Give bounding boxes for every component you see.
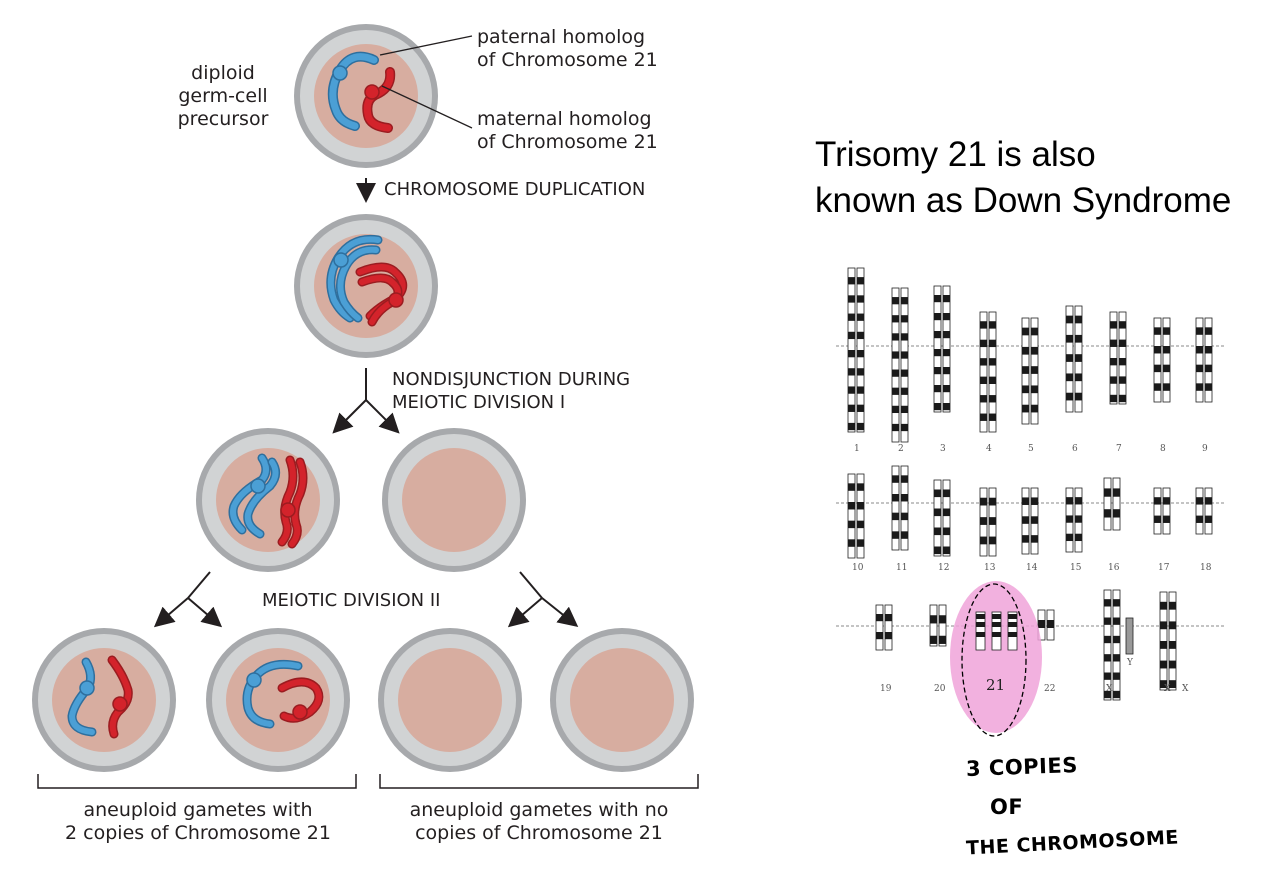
maternal-leader-line — [381, 85, 473, 129]
label-gametes-no-copies: aneuploid gametes with no copies of Chro… — [409, 799, 669, 844]
chromosome-y — [1125, 617, 1134, 655]
meiosis-two-right-arrows — [507, 571, 579, 628]
label-paternal-homolog: paternal homolog of Chromosome 21 — [477, 26, 658, 71]
karyotype-label-13: 13 — [984, 563, 996, 573]
annotation-line-1: 3 COPIES — [965, 753, 1079, 781]
chromosome-pair-10 — [847, 473, 865, 559]
karyotype-label-17: 17 — [1158, 563, 1170, 573]
karyotype-label-x-1: X — [1106, 684, 1113, 694]
karyotype-label-16: 16 — [1108, 563, 1120, 573]
maternal-chromosome — [362, 67, 396, 133]
label-y-chromosome: Y — [1127, 658, 1133, 668]
chromosome-pair-1 — [847, 267, 865, 433]
meiosis-one-cell-empty — [382, 428, 526, 572]
precursor-cell — [294, 24, 473, 168]
chromosome-pair-6 — [1065, 305, 1083, 413]
trisomy-highlight — [950, 581, 1042, 733]
paternal-leader-line — [379, 35, 473, 56]
chromosome-set — [847, 267, 1213, 701]
paternal-chromatids — [228, 453, 280, 539]
chromosome-pair-8 — [1153, 317, 1171, 403]
karyotype-label-6: 6 — [1072, 444, 1078, 454]
chromosome-pair-11 — [891, 465, 909, 551]
karyotype-label-2: 2 — [898, 444, 904, 454]
annotation-line-2: OF — [990, 795, 1024, 819]
chromosome-pair-16 — [1103, 477, 1121, 531]
chromosome-pair-20 — [929, 604, 947, 647]
karyotype-label-4: 4 — [986, 444, 992, 454]
chromosome-pair-3 — [933, 285, 951, 413]
karyotype-label-14: 14 — [1026, 563, 1038, 573]
karyotype-label-19: 19 — [880, 684, 892, 694]
meiosis-two-left-arrows — [153, 571, 223, 628]
karyotype-label-x-3: X — [1182, 684, 1189, 694]
karyotype-label-18: 18 — [1200, 563, 1212, 573]
chromosome-pair-17 — [1153, 487, 1171, 535]
karyotype-label-11: 11 — [896, 563, 908, 573]
chromosome-pair-x — [1159, 591, 1177, 691]
bracket-no-copies — [379, 774, 699, 789]
karyotype-label-22: 22 — [1044, 684, 1056, 694]
duplicated-cell — [294, 214, 438, 358]
chromosome-pair-12 — [933, 479, 951, 557]
maternal-chromatids — [277, 455, 308, 549]
bracket-two-copies — [37, 774, 357, 789]
chromosome-21-copy-1 — [975, 611, 986, 651]
chromosome-pair-18 — [1195, 487, 1213, 535]
chromosome-pair-7 — [1109, 311, 1127, 405]
karyotype-label-10: 10 — [852, 563, 864, 573]
trisomy-heading: Trisomy 21 is also known as Down Syndrom… — [815, 135, 1232, 220]
chromosome-pair-9 — [1195, 317, 1213, 403]
label-chromosome-duplication: CHROMOSOME DUPLICATION — [384, 179, 646, 200]
gamete-two-copies-a — [32, 628, 176, 772]
chromosome-pair-15 — [1065, 487, 1083, 553]
karyotype-label-12: 12 — [938, 563, 950, 573]
label-maternal-homolog: maternal homolog of Chromosome 21 — [477, 108, 658, 153]
gamete-no-copies-b — [550, 628, 694, 772]
label-meiotic-division-two: MEIOTIC DIVISION II — [262, 590, 441, 611]
nondisjunction-arrows — [332, 368, 400, 434]
karyotype-label-20: 20 — [934, 684, 946, 694]
karyotype-label-1: 1 — [854, 444, 860, 454]
paternal-sister-chromatids — [326, 234, 383, 323]
chromosome-pair-22 — [1037, 609, 1055, 641]
label-nondisjunction: NONDISJUNCTION DURING MEIOTIC DIVISION I — [392, 369, 631, 413]
label-diploid-precursor: diploid germ-cell precursor — [177, 62, 269, 130]
chromosome-21-copy-2 — [991, 611, 1002, 651]
label-gametes-two-copies: aneuploid gametes with 2 copies of Chrom… — [65, 799, 331, 844]
karyotype-label-x-2: X — [1164, 684, 1171, 694]
chromosome-pair-4 — [979, 311, 997, 433]
chromosome-pair-14 — [1021, 487, 1039, 555]
karyotype-label-7: 7 — [1116, 444, 1122, 454]
karyotype-label-5: 5 — [1028, 444, 1034, 454]
chromosome-21-copy-3 — [1007, 611, 1018, 651]
karyotype-label-9: 9 — [1202, 444, 1208, 454]
chromosome-x — [1103, 589, 1121, 701]
label-highlight-21: 21 — [986, 676, 1006, 694]
karyotype-label-3: 3 — [940, 444, 946, 454]
meiosis-one-cell-with-chromosomes — [196, 428, 340, 572]
trisomy-dashed-outline — [961, 583, 1027, 737]
paternal-chromosome — [327, 51, 379, 131]
chromosome-pair-13 — [979, 487, 997, 557]
karyotype-label-15: 15 — [1070, 563, 1082, 573]
karyotype — [836, 267, 1226, 737]
chromosome-21-triplet — [975, 611, 1018, 651]
chromosome-pair-19 — [875, 604, 893, 651]
karyotype-label-8: 8 — [1160, 444, 1166, 454]
chromosome-pair-5 — [1021, 317, 1039, 425]
gamete-two-copies-b — [206, 628, 350, 772]
gamete-no-copies-a — [378, 628, 522, 772]
maternal-sister-chromatids — [355, 262, 408, 327]
chromosome-pair-2 — [891, 287, 909, 443]
